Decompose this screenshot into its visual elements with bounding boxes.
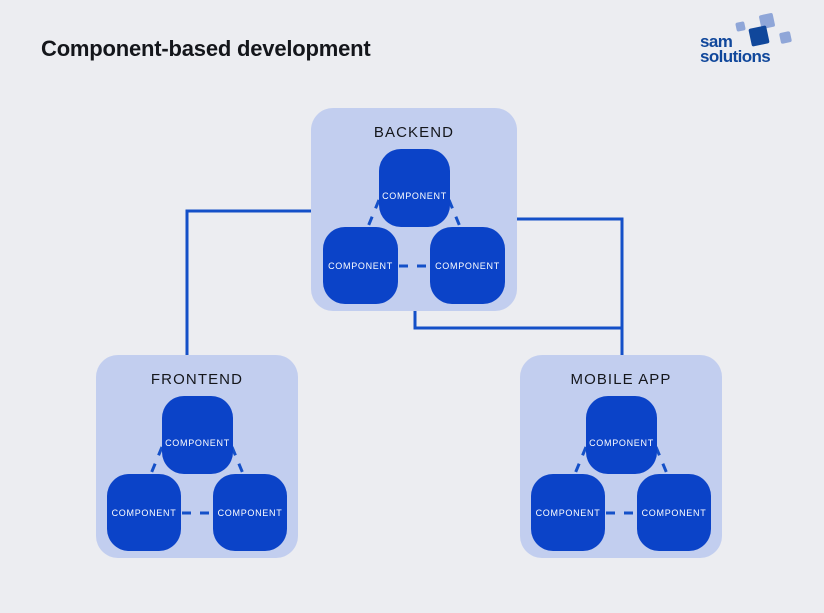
group-backend[interactable]: BACKEND COMPONENT COMPONENT COMPONENT bbox=[311, 108, 517, 311]
logo-text-line2: solutions bbox=[700, 47, 771, 66]
component-triad-mobile-app: COMPONENT COMPONENT COMPONENT bbox=[520, 355, 722, 558]
connector-backend-bottom-stub bbox=[413, 311, 622, 330]
component-label: COMPONENT bbox=[217, 507, 283, 518]
component-backend-top[interactable]: COMPONENT bbox=[379, 149, 450, 227]
logo-text-line1: sam bbox=[700, 32, 733, 51]
group-label-frontend: FRONTEND bbox=[150, 371, 244, 388]
component-frontend-bottom-left[interactable]: COMPONENT bbox=[107, 474, 181, 551]
page-title: Component-based development bbox=[41, 36, 371, 61]
connector-backend-to-mobile bbox=[517, 217, 624, 360]
component-mobile-app-bottom-right[interactable]: COMPONENT bbox=[637, 474, 711, 551]
component-label: COMPONENT bbox=[641, 507, 707, 518]
component-label: COMPONENT bbox=[165, 438, 230, 448]
component-backend-bottom-right[interactable]: COMPONENT bbox=[430, 227, 505, 304]
intra-group-dashes-frontend bbox=[146, 446, 248, 515]
sam-solutions-logo: sam solutions bbox=[698, 12, 810, 66]
component-label: COMPONENT bbox=[535, 507, 601, 518]
group-label-mobile-app: MOBILE APP bbox=[570, 371, 672, 388]
intra-group-dashes-backend bbox=[363, 199, 465, 268]
logo-wordmark: sam solutions bbox=[700, 32, 771, 66]
component-label: COMPONENT bbox=[435, 260, 500, 271]
component-label: COMPONENT bbox=[328, 260, 393, 271]
component-triad-frontend: COMPONENT COMPONENT COMPONENT bbox=[96, 355, 298, 558]
component-frontend-bottom-right[interactable]: COMPONENT bbox=[213, 474, 287, 551]
component-triad-backend: COMPONENT COMPONENT COMPONENT bbox=[311, 108, 517, 311]
component-mobile-app-bottom-left[interactable]: COMPONENT bbox=[531, 474, 605, 551]
logo-square-small-left bbox=[735, 21, 746, 32]
group-frontend[interactable]: FRONTEND COMPONENT COMPONENT COMPONENT bbox=[96, 355, 298, 558]
intra-group-dashes-mobile-app bbox=[570, 446, 672, 515]
component-backend-bottom-left[interactable]: COMPONENT bbox=[323, 227, 398, 304]
component-label: COMPONENT bbox=[382, 191, 447, 201]
component-mobile-app-top[interactable]: COMPONENT bbox=[586, 396, 657, 474]
component-frontend-top[interactable]: COMPONENT bbox=[162, 396, 233, 474]
component-label: COMPONENT bbox=[589, 438, 654, 448]
component-label: COMPONENT bbox=[111, 507, 177, 518]
group-label-backend: BACKEND bbox=[373, 124, 455, 141]
logo-square-small-right bbox=[778, 30, 793, 45]
group-mobile-app[interactable]: MOBILE APP COMPONENT COMPONENT COMPONENT bbox=[520, 355, 722, 558]
connector-backend-to-frontend bbox=[185, 209, 311, 360]
